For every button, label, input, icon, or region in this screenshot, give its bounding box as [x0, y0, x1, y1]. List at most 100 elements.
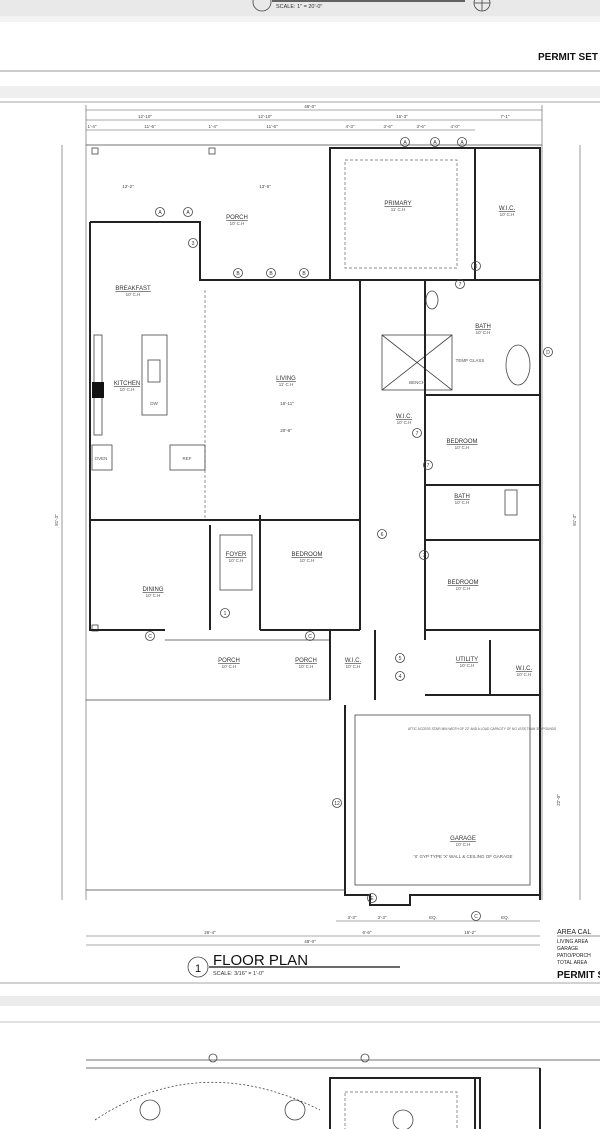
- tag-bubble: [155, 207, 165, 217]
- detail-bubble: [252, 0, 272, 12]
- building-outline: [86, 144, 542, 906]
- dim: 11'-6": [266, 124, 278, 129]
- room-wic-2: W.I.C.: [396, 414, 413, 420]
- attic-note: ATTIC ACCESS STAIR MIN WIDTH OF 22" AND …: [408, 727, 556, 731]
- tag-bubble: [430, 137, 440, 147]
- tag-bubble: [395, 671, 405, 681]
- ceiling-height: 10' C.H: [230, 221, 245, 226]
- tag-label: 7: [427, 463, 430, 469]
- room-bath-primary: BATH: [475, 324, 491, 330]
- room-breakfast: BREAKFAST: [115, 286, 151, 292]
- dim: 18'-11": [280, 401, 294, 406]
- tag-bubble: [188, 238, 198, 248]
- tag-bubble: [471, 261, 481, 271]
- shower-tub-icon: [504, 489, 518, 516]
- room-garage: GARAGE: [450, 836, 476, 842]
- tag-label: D: [546, 350, 550, 356]
- previous-scale: SCALE: 1" = 20'-0": [276, 4, 322, 10]
- tag-bubble: [299, 268, 309, 278]
- room-wic-primary: W.I.C.: [499, 206, 516, 212]
- ceiling-height: 10' C.H: [229, 558, 244, 563]
- title-number: 1: [195, 963, 201, 975]
- ceiling-height: 10' C.H: [222, 664, 237, 669]
- dim-overall-top: 48'-0": [304, 104, 316, 109]
- room-bedroom-2: BEDROOM: [447, 580, 478, 586]
- ceiling-height: 10' C.H: [460, 663, 475, 668]
- dim: 15'-3": [396, 114, 408, 119]
- dim: 4'-0": [451, 124, 460, 129]
- top-dimensions: 48'-0" 12'-10" 12'-10" 15'-3" 7'-1" 1'-4…: [54, 104, 581, 900]
- tag-label: 6: [381, 532, 384, 538]
- ceiling-height: 10' C.H: [456, 842, 471, 847]
- previous-sheet-label: PERMIT SET: [538, 52, 598, 63]
- dim: 11'-6": [144, 124, 156, 129]
- dw-label: DW: [150, 401, 158, 406]
- ceiling-height: 10' C.H: [456, 586, 471, 591]
- room-bedroom-1: BEDROOM: [446, 439, 477, 445]
- drawing-scale: SCALE: 3/16" = 1'-0": [213, 971, 264, 977]
- bottom-dimensions: 3'-3" 3'-3" EQ. EQ. 26'-4" 6'-6" 15'-2" …: [86, 915, 540, 946]
- cooktop-icon: [92, 382, 104, 398]
- tag-bubble: [305, 631, 315, 641]
- dim: 1'-4": [88, 124, 97, 129]
- tag-bubble: [400, 137, 410, 147]
- tag-label: 5: [399, 656, 402, 662]
- tag-label: B: [269, 271, 273, 277]
- tag-label: C: [474, 914, 478, 920]
- dim: 3'-3": [378, 915, 387, 920]
- room-porch-rear: PORCH: [226, 215, 248, 221]
- ceiling-height: 11' C.H: [279, 382, 294, 387]
- bathtub-icon: [505, 344, 531, 386]
- room-dining: DINING: [143, 587, 164, 593]
- tag-label: A: [460, 140, 464, 146]
- dim: 13'-6": [259, 184, 271, 189]
- dim: 15'-2": [464, 930, 476, 935]
- room-wic-4: W.I.C.: [516, 666, 533, 672]
- toilet-icon: [425, 290, 439, 310]
- dim: EQ.: [501, 915, 509, 920]
- area-row: GARAGE: [557, 946, 579, 952]
- room-living: LIVING: [276, 376, 296, 382]
- tag-bubble: [367, 893, 377, 903]
- tag-bubble: [395, 653, 405, 663]
- dim: 12'-10": [258, 114, 272, 119]
- ceiling-height: 11' C.H: [391, 207, 406, 212]
- tag-label: A: [433, 140, 437, 146]
- tag-bubble: [471, 911, 481, 921]
- area-calculation: AREA CAL LIVING AREA GARAGE PATIO/PORCH …: [0, 929, 600, 1006]
- room-kitchen: KITCHEN: [114, 381, 140, 387]
- tag-bubble: [145, 631, 155, 641]
- ceiling-height: 10' C.H: [455, 500, 470, 505]
- dim: 3'-3": [348, 915, 357, 920]
- light-fixture-icon: [208, 1053, 218, 1063]
- drawing-title-text: FLOOR PLAN: [213, 952, 308, 969]
- light-fixture-icon: [360, 1053, 370, 1063]
- ceiling-height: 10' C.H: [126, 292, 141, 297]
- tag-bubble: [455, 279, 465, 289]
- room-labels: PORCH 10' C.H PRIMARY 11' C.H W.I.C. 10'…: [95, 184, 561, 859]
- sink-icon: [147, 359, 161, 383]
- tag-label: B: [302, 271, 306, 277]
- ceiling-height: 10' C.H: [517, 672, 532, 677]
- dim: 3'-6": [417, 124, 426, 129]
- tag-label: E: [370, 896, 374, 902]
- room-porch-front: PORCH: [218, 658, 240, 664]
- tag-label: 7: [459, 282, 462, 288]
- dim: 20'-8": [280, 428, 292, 433]
- tag-bubble: [332, 798, 342, 808]
- temp-glass-label: TEMP GLASS: [456, 358, 485, 363]
- tag-bubble: [377, 529, 387, 539]
- ref-label: REF: [183, 456, 192, 461]
- dim: 22'-0": [556, 794, 561, 806]
- dim: 12'-2": [122, 184, 134, 189]
- ceiling-height: 10' C.H: [397, 420, 412, 425]
- dim: 12'-10": [138, 114, 152, 119]
- dim: EQ.: [429, 915, 437, 920]
- room-primary: PRIMARY: [384, 201, 411, 207]
- tag-label: 1: [224, 611, 227, 617]
- dim-left-overall: 81'-3": [54, 514, 59, 526]
- area-row: LIVING AREA: [557, 939, 589, 945]
- dim: 26'-4": [204, 930, 216, 935]
- dim: 6'-6": [363, 930, 372, 935]
